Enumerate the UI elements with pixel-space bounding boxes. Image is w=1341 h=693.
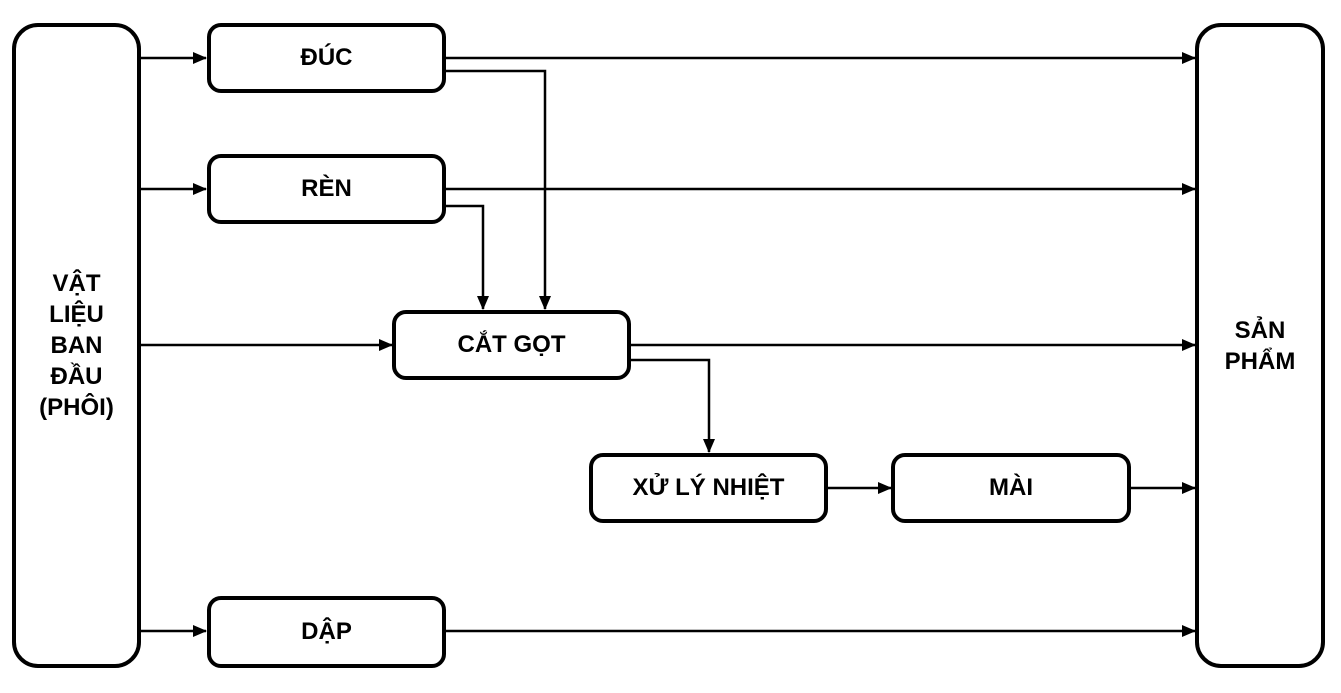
node-heat-treatment: XỬ LÝ NHIỆT — [589, 453, 828, 523]
edge-casting-machining — [446, 69, 551, 310]
node-grinding: MÀI — [891, 453, 1131, 523]
node-casting: ĐÚC — [207, 23, 446, 93]
node-raw-material: VẬT LIỆU BAN ĐẦU (PHÔI) — [12, 23, 141, 668]
edge-machining-heat — [631, 358, 715, 453]
node-machining: CẮT GỌT — [392, 310, 631, 380]
node-stamping: DẬP — [207, 596, 446, 668]
node-product: SẢN PHẨM — [1195, 23, 1325, 668]
node-forging: RÈN — [207, 154, 446, 224]
edge-forging-machining — [446, 204, 489, 310]
